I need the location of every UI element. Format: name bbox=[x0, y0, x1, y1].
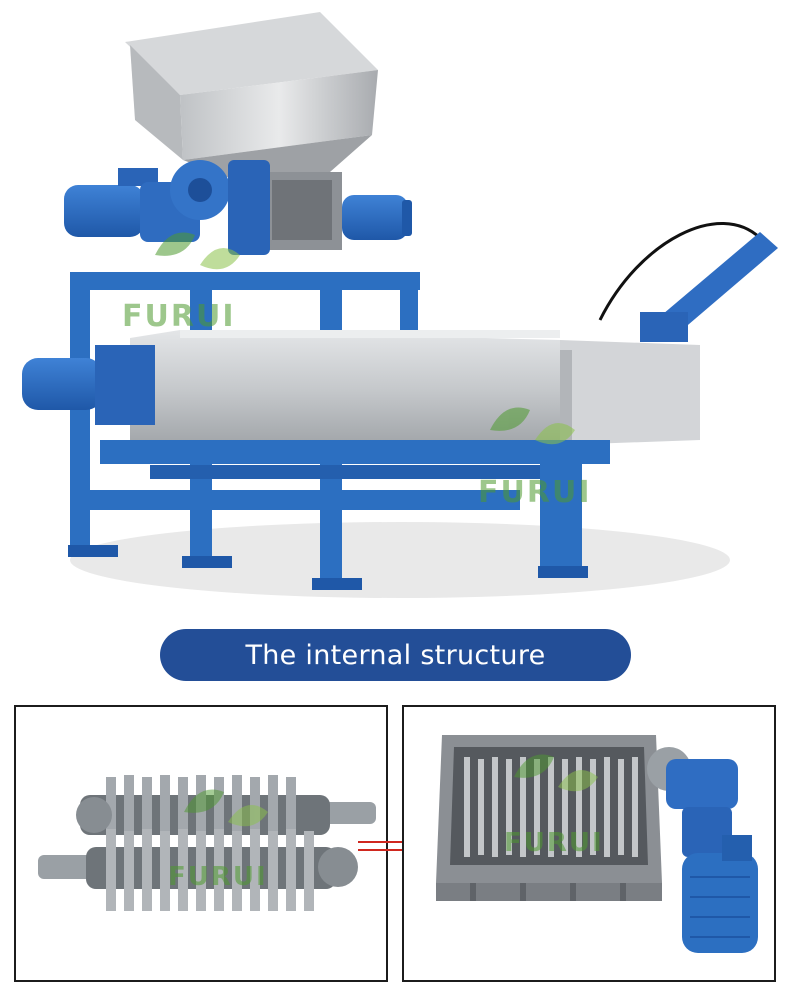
left-motor bbox=[64, 160, 270, 255]
watermark-text: FURUI bbox=[122, 299, 235, 334]
shredder-panel: FURUI bbox=[402, 705, 776, 982]
watermark-text: FURUI bbox=[168, 862, 268, 892]
hydraulic-cylinder bbox=[598, 222, 778, 342]
base-frame bbox=[68, 440, 610, 590]
banner-text: The internal structure bbox=[245, 639, 546, 671]
drive-motor bbox=[22, 345, 155, 425]
floor-shadow bbox=[70, 522, 730, 598]
section-banner: The internal structure bbox=[160, 629, 631, 681]
right-motor bbox=[342, 195, 412, 240]
watermark-logo bbox=[490, 407, 575, 445]
shafts-photo: FURUI bbox=[38, 775, 376, 911]
watermark-text: FURUI bbox=[504, 828, 604, 858]
shafts-panel: FURUI bbox=[14, 705, 388, 982]
hopper bbox=[125, 12, 378, 178]
watermark-logo bbox=[155, 232, 240, 270]
press-body bbox=[130, 330, 700, 450]
shredder-photo: FURUI bbox=[436, 735, 758, 953]
watermark-text: FURUI bbox=[478, 475, 591, 510]
machine-photo: FURUI FURUI bbox=[22, 12, 778, 598]
